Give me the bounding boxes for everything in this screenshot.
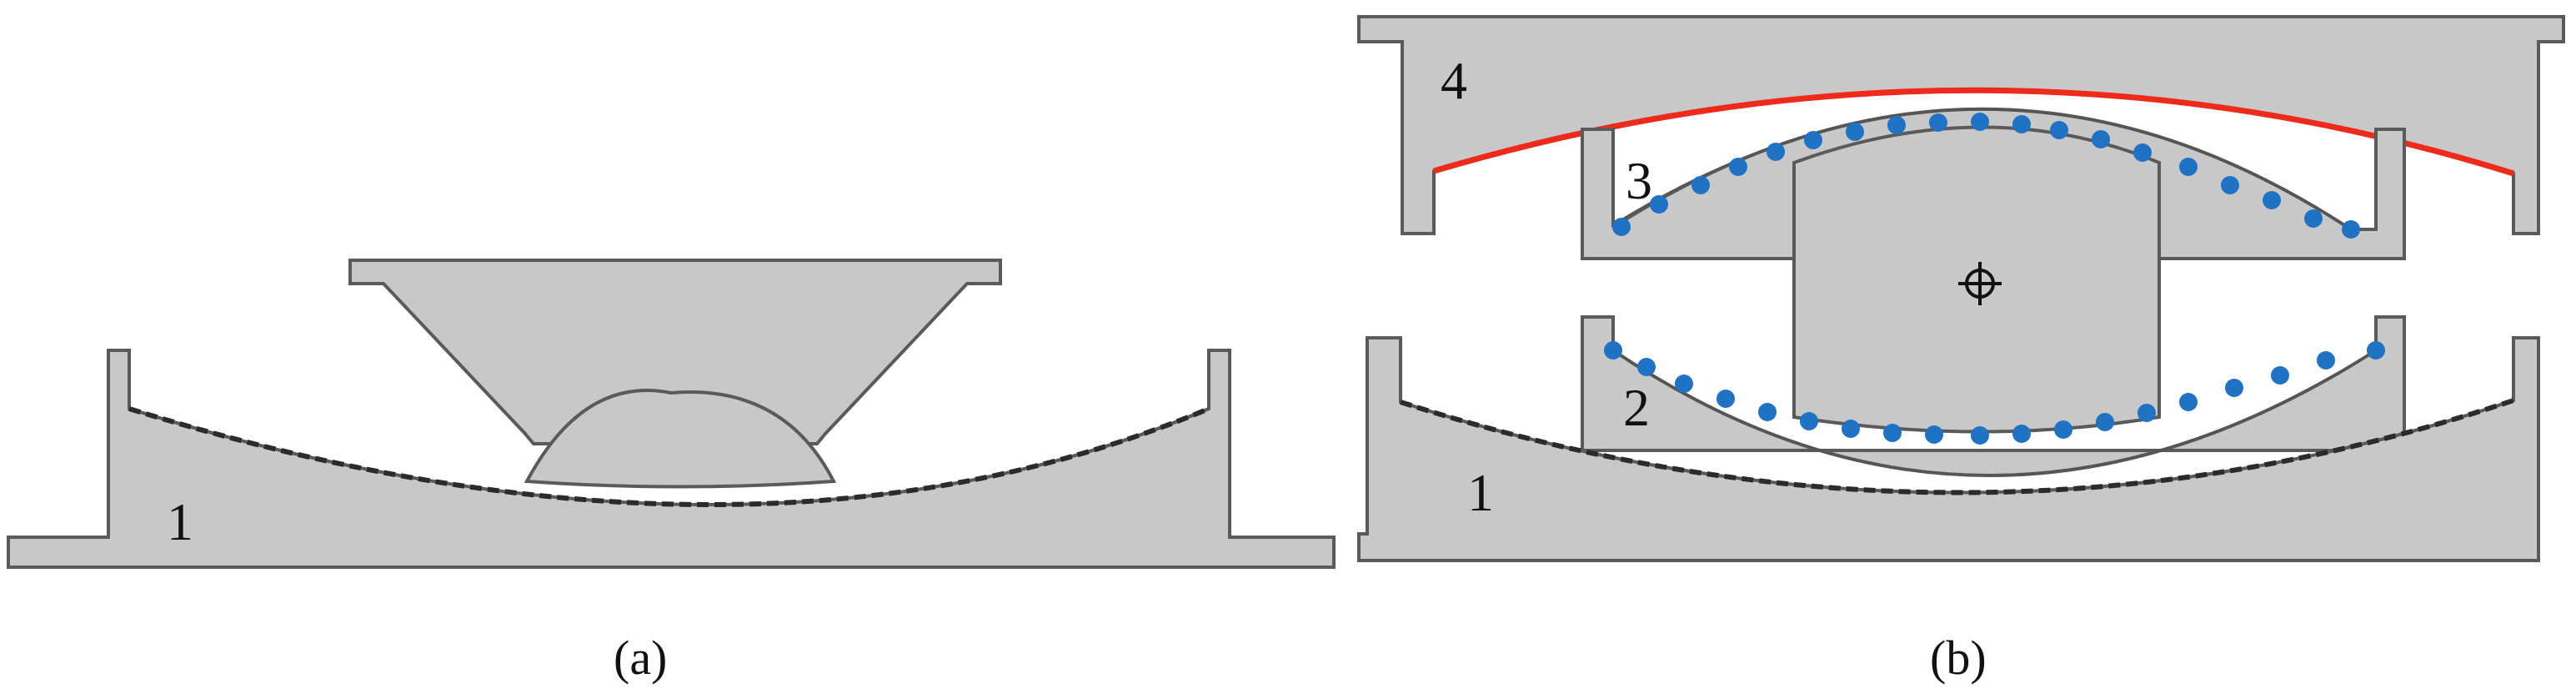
contact-point — [2096, 413, 2114, 431]
contact-point — [2179, 158, 2198, 176]
contact-point — [1650, 195, 1668, 214]
contact-point — [2263, 191, 2281, 209]
panel-a-upper-funnel-plate — [348, 259, 1002, 445]
panel-b-caption: (b) — [1930, 631, 1987, 685]
contact-point — [1971, 426, 1989, 445]
contact-point — [1883, 424, 1902, 442]
contact-point — [1729, 158, 1747, 176]
contact-point — [1800, 412, 1818, 430]
contact-point — [2342, 220, 2360, 239]
contact-point — [2133, 143, 2152, 162]
panel-a-caption: (a) — [614, 631, 667, 685]
contact-point — [1846, 123, 1864, 141]
contact-point — [2367, 341, 2385, 360]
panel-b-label-1: 1 — [1467, 463, 1494, 522]
panel-b-label-3: 3 — [1626, 151, 1652, 210]
contact-point — [2271, 366, 2289, 385]
contact-point — [2012, 425, 2031, 443]
contact-point — [2054, 420, 2072, 439]
panel-a-sliding-surface — [128, 406, 1210, 507]
panel-b-bottom-sliding-surface — [1400, 398, 2514, 495]
contact-point — [2179, 393, 2198, 411]
contact-point — [2317, 351, 2335, 370]
contact-point — [1887, 116, 1906, 134]
panel-b: 4 3 2 1 (b) — [1357, 15, 2565, 685]
contact-point — [1637, 358, 1656, 376]
contact-point — [1925, 425, 1943, 444]
contact-point — [2137, 404, 2156, 422]
contact-point — [1612, 218, 1631, 236]
contact-point — [1675, 375, 1693, 393]
contact-point — [1767, 143, 1785, 161]
contact-point — [2221, 176, 2239, 194]
contact-point — [1971, 113, 1989, 131]
panel-a: 1 (a) — [7, 259, 1336, 685]
contact-point — [1604, 341, 1622, 360]
contact-point — [1929, 113, 1947, 132]
contact-point — [2012, 115, 2031, 133]
panel-b-lower-curve-line — [1612, 349, 2377, 477]
contact-point — [1842, 420, 1860, 438]
contact-point — [2050, 121, 2068, 139]
panel-b-lower-contact-points — [1604, 341, 2385, 445]
panel-b-label-4: 4 — [1441, 51, 1467, 110]
contact-point — [1691, 176, 1710, 194]
panel-b-label-2: 2 — [1623, 378, 1650, 437]
contact-point — [2092, 130, 2110, 148]
panel-a-label-1: 1 — [167, 492, 193, 551]
crosshair-icon — [1958, 262, 2002, 305]
contact-point — [2225, 379, 2243, 397]
contact-point — [1758, 403, 1777, 421]
contact-point — [1804, 131, 1822, 149]
panel-b-upper-curve-line — [1612, 108, 2352, 231]
contact-point — [2304, 209, 2323, 228]
panel-b-center-block — [1792, 125, 2161, 434]
panel-b-upper-contact-points — [1612, 113, 2360, 239]
contact-point — [1716, 390, 1735, 408]
panel-a-dome-slider — [524, 389, 837, 489]
